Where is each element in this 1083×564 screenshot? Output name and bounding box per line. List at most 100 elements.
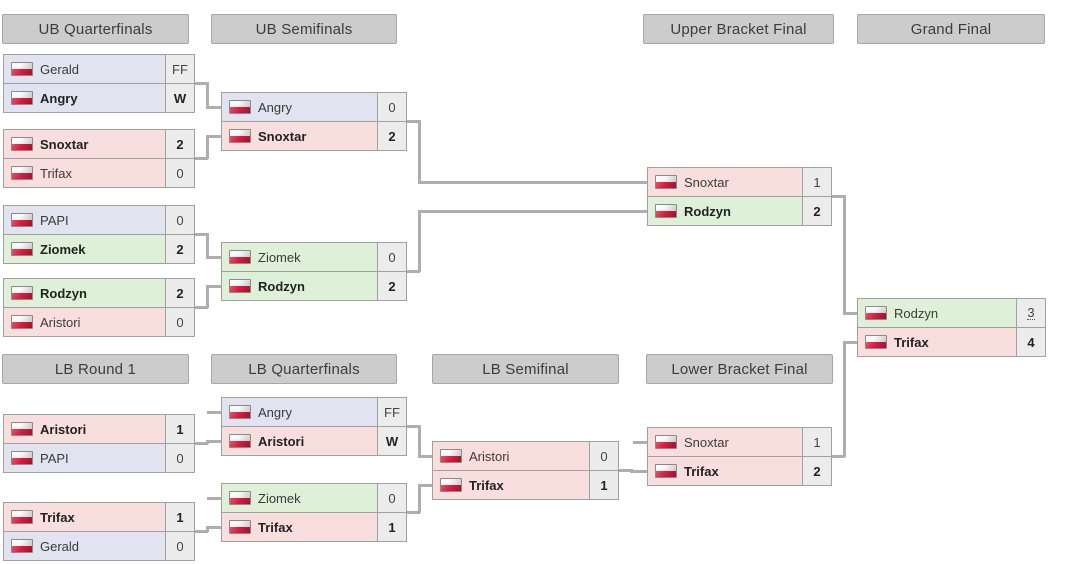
player-name: Snoxtar bbox=[40, 136, 89, 152]
poland-flag-icon bbox=[11, 510, 33, 524]
score-value: 1 bbox=[388, 519, 396, 535]
player-row[interactable]: Aristori 0 bbox=[433, 442, 618, 470]
flag-white-stripe bbox=[230, 130, 250, 136]
connector-segment bbox=[206, 285, 209, 308]
flag-white-stripe bbox=[656, 436, 676, 442]
flag-white-stripe bbox=[866, 336, 886, 342]
flag-red-stripe bbox=[656, 182, 676, 188]
flag-white-stripe bbox=[230, 435, 250, 441]
player-name: Aristori bbox=[469, 448, 510, 464]
score-cell: 1 bbox=[165, 415, 194, 443]
player-name: Snoxtar bbox=[684, 434, 729, 450]
round-header-ub-quarterfinals: UB Quarterfinals bbox=[2, 14, 189, 44]
flag-red-stripe bbox=[12, 144, 32, 150]
player-row[interactable]: Aristori 1 bbox=[4, 415, 194, 443]
player-row[interactable]: Angry 0 bbox=[222, 93, 406, 121]
poland-flag-icon bbox=[11, 91, 33, 105]
poland-flag-icon bbox=[11, 451, 33, 465]
poland-flag-icon bbox=[440, 478, 462, 492]
player-name: Rodzyn bbox=[684, 203, 731, 219]
player-name: Snoxtar bbox=[684, 174, 729, 190]
flag-white-stripe bbox=[656, 176, 676, 182]
flag-red-stripe bbox=[12, 429, 32, 435]
player-name: Aristori bbox=[40, 421, 87, 437]
player-name: Gerald bbox=[40, 61, 80, 77]
player-name: Trifax bbox=[469, 477, 504, 493]
flag-white-stripe bbox=[656, 465, 676, 471]
drop-connector-stub bbox=[633, 441, 647, 444]
flag-white-stripe bbox=[12, 540, 32, 546]
score-cell: 1 bbox=[802, 428, 831, 456]
score-cell: 0 bbox=[165, 308, 194, 336]
score-value: FF bbox=[172, 61, 188, 77]
score-value: 0 bbox=[388, 99, 396, 115]
player-row[interactable]: Snoxtar 1 bbox=[648, 428, 831, 456]
flag-red-stripe bbox=[230, 412, 250, 418]
connector-segment bbox=[418, 120, 421, 183]
score-value: 0 bbox=[388, 249, 396, 265]
flag-white-stripe bbox=[12, 316, 32, 322]
connector-segment bbox=[206, 135, 221, 138]
score-cell: FF bbox=[165, 55, 194, 83]
player-name: Ziomek bbox=[258, 490, 301, 506]
connector-segment bbox=[418, 210, 421, 272]
flag-white-stripe bbox=[230, 406, 250, 412]
poland-flag-icon bbox=[11, 315, 33, 329]
player-name: Angry bbox=[258, 99, 292, 115]
player-row[interactable]: Snoxtar 2 bbox=[4, 130, 194, 158]
flag-red-stripe bbox=[12, 293, 32, 299]
score-cell: 3 bbox=[1016, 299, 1045, 327]
connector-segment bbox=[843, 341, 846, 457]
flag-red-stripe bbox=[12, 517, 32, 523]
round-header-ub-semifinals: UB Semifinals bbox=[211, 14, 397, 44]
connector-segment bbox=[206, 82, 209, 108]
poland-flag-icon bbox=[229, 279, 251, 293]
player-name: Trifax bbox=[684, 463, 719, 479]
flag-white-stripe bbox=[12, 287, 32, 293]
score-value: 2 bbox=[176, 136, 184, 152]
round-header-label: Grand Final bbox=[910, 20, 992, 38]
player-name: Trifax bbox=[40, 509, 75, 525]
score-value: 1 bbox=[176, 421, 184, 437]
score-value: 2 bbox=[176, 241, 184, 257]
player-row[interactable]: Ziomek 0 bbox=[222, 243, 406, 271]
flag-white-stripe bbox=[12, 214, 32, 220]
connector-segment bbox=[193, 82, 208, 85]
connector-segment bbox=[830, 195, 845, 198]
poland-flag-icon bbox=[655, 464, 677, 478]
player-name: Ziomek bbox=[258, 249, 301, 265]
flag-red-stripe bbox=[230, 498, 250, 504]
round-header-label: UB Quarterfinals bbox=[38, 20, 153, 38]
flag-white-stripe bbox=[12, 452, 32, 458]
score-value: W bbox=[173, 90, 187, 106]
flag-red-stripe bbox=[12, 322, 32, 328]
score-cell: 0 bbox=[165, 532, 194, 560]
connector-segment bbox=[830, 455, 845, 458]
score-value: 0 bbox=[600, 448, 608, 464]
player-row[interactable]: Gerald FF bbox=[4, 55, 194, 83]
